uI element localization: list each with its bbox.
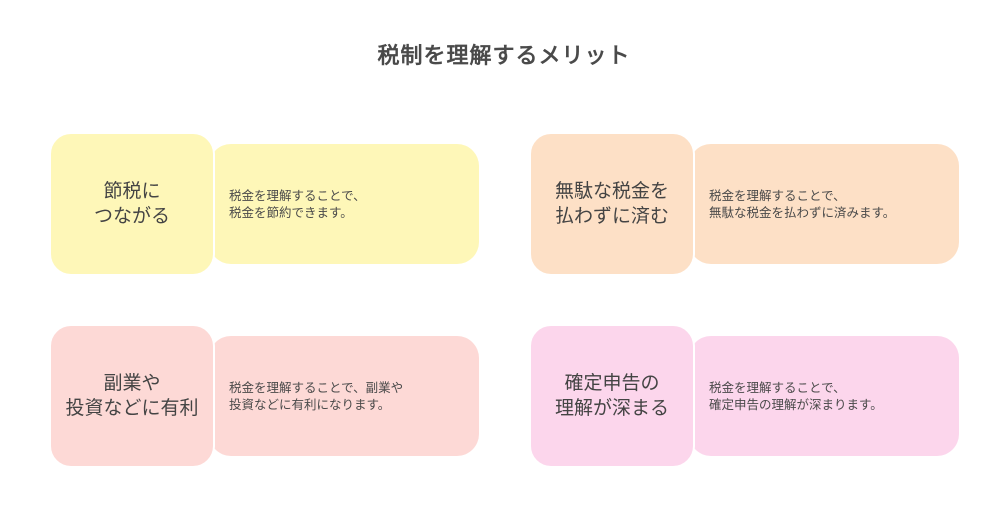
card-heading: 確定申告の 理解が深まる xyxy=(529,324,695,468)
heading-line: 確定申告の xyxy=(564,372,660,394)
card-tax-return: 税金を理解することで、 確定申告の理解が深まります。 確定申告の 理解が深まる xyxy=(529,324,961,468)
description-line: 税金を理解することで、 xyxy=(709,380,846,395)
description-line: 無駄な税金を払わずに済みます。 xyxy=(709,205,896,220)
description-line: 投資などに有利になります。 xyxy=(229,397,391,412)
card-heading: 副業や 投資などに有利 xyxy=(49,324,215,468)
description-line: 税金を理解することで、副業や xyxy=(229,380,404,395)
heading-line: 理解が深まる xyxy=(554,397,669,419)
card-side-business: 税金を理解することで、副業や 投資などに有利になります。 副業や 投資などに有利 xyxy=(49,324,481,468)
heading-line: 投資などに有利 xyxy=(65,397,199,419)
heading-line: 副業や xyxy=(103,372,161,394)
card-tax-saving: 税金を理解することで、 税金を節約できます。 節税に つながる xyxy=(49,132,481,276)
card-heading: 節税に つながる xyxy=(49,132,215,276)
description-line: 確定申告の理解が深まります。 xyxy=(709,397,883,412)
description-line: 税金を理解することで、 xyxy=(709,188,846,203)
description-line: 税金を理解することで、 xyxy=(229,188,366,203)
heading-line: 払わずに済む xyxy=(554,205,669,227)
card-avoid-waste: 税金を理解することで、 無駄な税金を払わずに済みます。 無駄な税金を 払わずに済… xyxy=(529,132,961,276)
description-line: 税金を節約できます。 xyxy=(229,205,353,220)
heading-line: 節税に xyxy=(103,180,161,202)
card-description: 税金を理解することで、 無駄な税金を払わずに済みます。 xyxy=(689,144,959,264)
heading-line: つながる xyxy=(93,205,170,227)
card-description: 税金を理解することで、 確定申告の理解が深まります。 xyxy=(689,336,959,456)
card-description: 税金を理解することで、 税金を節約できます。 xyxy=(209,144,479,264)
heading-line: 無駄な税金を xyxy=(554,180,669,202)
card-heading: 無駄な税金を 払わずに済む xyxy=(529,132,695,276)
card-description: 税金を理解することで、副業や 投資などに有利になります。 xyxy=(209,336,479,456)
diagram-title: 税制を理解するメリット xyxy=(377,44,631,69)
